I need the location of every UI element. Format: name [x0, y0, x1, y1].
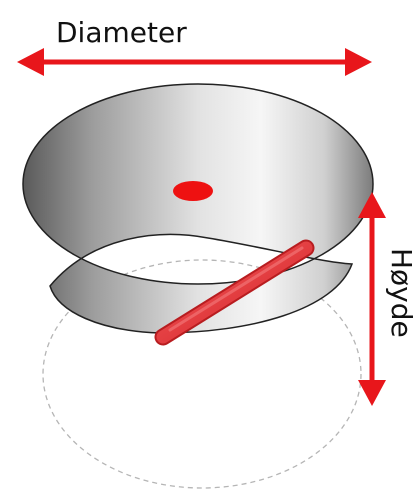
diameter-label: Diameter	[56, 16, 187, 49]
cone-surface	[22, 83, 374, 334]
height-label: Høyde	[385, 248, 416, 338]
dashed-base-circle	[42, 259, 362, 489]
height-arrow-icon	[358, 192, 386, 406]
rod	[154, 239, 315, 346]
diameter-arrow-icon	[17, 48, 372, 76]
center-marker	[173, 181, 213, 201]
